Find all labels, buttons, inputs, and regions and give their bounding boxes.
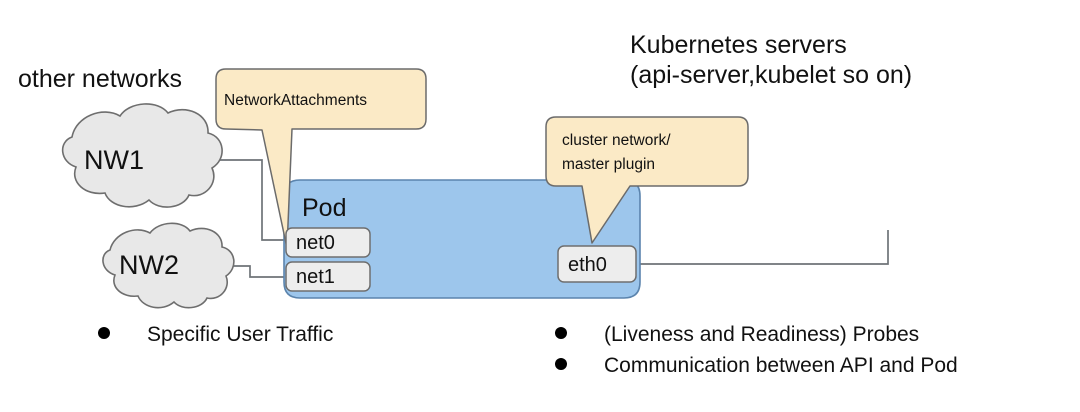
cloud-nw2: NW2	[102, 222, 235, 309]
callout-network-attachments-line-0: NetworkAttachments	[224, 92, 367, 109]
cloud-nw1-shape	[61, 103, 223, 208]
bullet-label-right-0: (Liveness and Readiness) Probes	[604, 323, 919, 346]
callout-cluster-network-line-0: cluster network/	[562, 132, 671, 149]
interface-net0-box[interactable]	[285, 227, 371, 258]
connector-eth0-to-servers	[636, 230, 889, 265]
interface-eth0-box[interactable]	[557, 245, 637, 283]
callout-cluster-network: cluster network/ master plugin	[545, 116, 749, 244]
interface-net1-label: net1	[296, 266, 335, 288]
bullet-list-right: (Liveness and Readiness) Probes Communic…	[555, 323, 958, 377]
interface-eth0[interactable]: eth0	[557, 245, 637, 283]
callout-cluster-network-line-1: master plugin	[562, 156, 655, 173]
bullet-dot-right-0	[555, 327, 567, 339]
kubernetes-servers-title-line1: Kubernetes servers	[630, 31, 847, 59]
cloud-nw1-label: NW1	[84, 145, 144, 175]
interface-net1[interactable]: net1	[285, 261, 371, 292]
kubernetes-servers-title-line2: (api-server,kubelet so on)	[630, 61, 912, 89]
interface-net0-label: net0	[296, 232, 335, 254]
callout-network-attachments: NetworkAttachments	[215, 68, 427, 249]
bullet-label-left-0: Specific User Traffic	[147, 323, 333, 346]
cloud-nw2-shape	[102, 222, 235, 309]
cloud-nw1: NW1	[61, 103, 223, 208]
interface-eth0-label: eth0	[568, 254, 607, 276]
interface-net0[interactable]: net0	[285, 227, 371, 258]
interface-net1-box[interactable]	[285, 261, 371, 292]
bullet-dot-left-0	[98, 327, 110, 339]
cloud-nw2-label: NW2	[119, 250, 179, 280]
callout-network-attachments-shape	[215, 68, 427, 249]
other-networks-heading: other networks	[18, 65, 182, 93]
pod-title: Pod	[302, 194, 346, 222]
bullet-list-left: Specific User Traffic	[98, 323, 333, 346]
bullet-dot-right-1	[555, 358, 567, 370]
pod-container: Pod	[283, 179, 641, 299]
bullet-label-right-1: Communication between API and Pod	[604, 354, 958, 377]
connector-nw1-to-net0	[198, 159, 286, 241]
callout-cluster-network-shape	[545, 116, 749, 244]
